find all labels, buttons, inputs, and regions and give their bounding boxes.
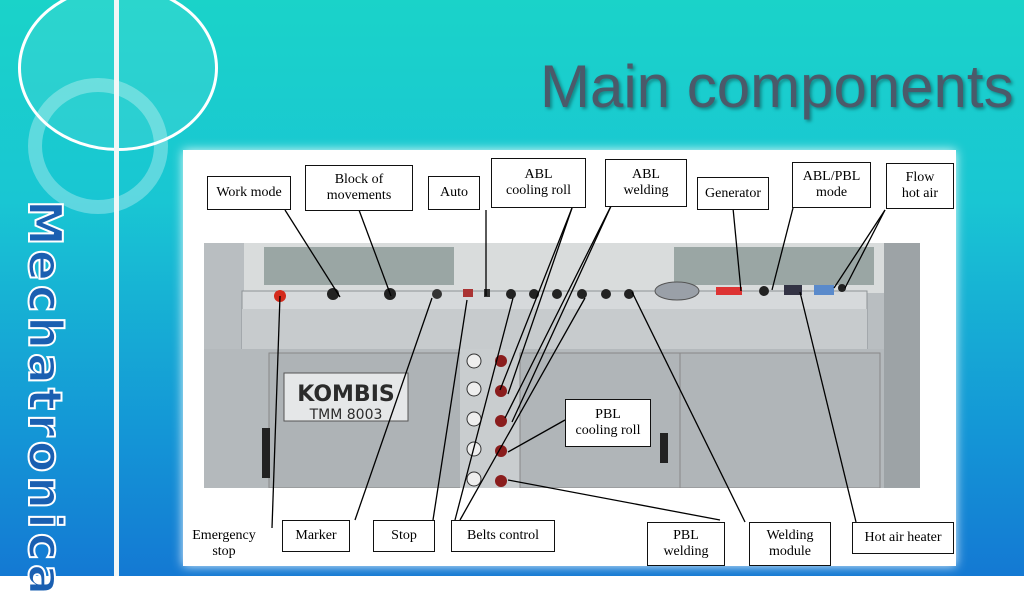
label-abl-welding: ABL welding <box>605 159 687 207</box>
label-flow-hot-air: Flow hot air <box>886 163 954 209</box>
label-abl-cooling-roll: ABL cooling roll <box>491 158 586 208</box>
label-auto: Auto <box>428 176 480 210</box>
label-block-of-movements: Block of movements <box>305 165 413 211</box>
side-title: Mechatronica <box>17 199 73 599</box>
machine-illustration: KOMBIS TMM 8003 <box>204 243 920 488</box>
label-pbl-welding: PBL welding <box>647 522 725 566</box>
label-abl-pbl-mode: ABL/PBL mode <box>792 162 871 208</box>
model-text: TMM 8003 <box>309 407 383 423</box>
label-emergency-stop: Emergency stop <box>192 528 256 559</box>
label-marker: Marker <box>282 520 350 552</box>
label-hot-air-heater: Hot air heater <box>852 522 954 554</box>
label-stop: Stop <box>373 520 435 552</box>
label-pbl-cooling-roll: PBL cooling roll <box>565 399 651 447</box>
decorative-ring-small <box>28 78 168 214</box>
page-title: Main components <box>540 53 1014 120</box>
label-welding-module: Welding module <box>749 522 831 566</box>
label-work-mode: Work mode <box>207 176 291 210</box>
brand-text: KOMBIS <box>297 382 394 407</box>
decorative-vertical-line <box>114 0 119 576</box>
machine-photo: KOMBIS TMM 8003 <box>204 243 920 488</box>
label-belts-control: Belts control <box>451 520 555 552</box>
label-generator: Generator <box>697 177 769 210</box>
